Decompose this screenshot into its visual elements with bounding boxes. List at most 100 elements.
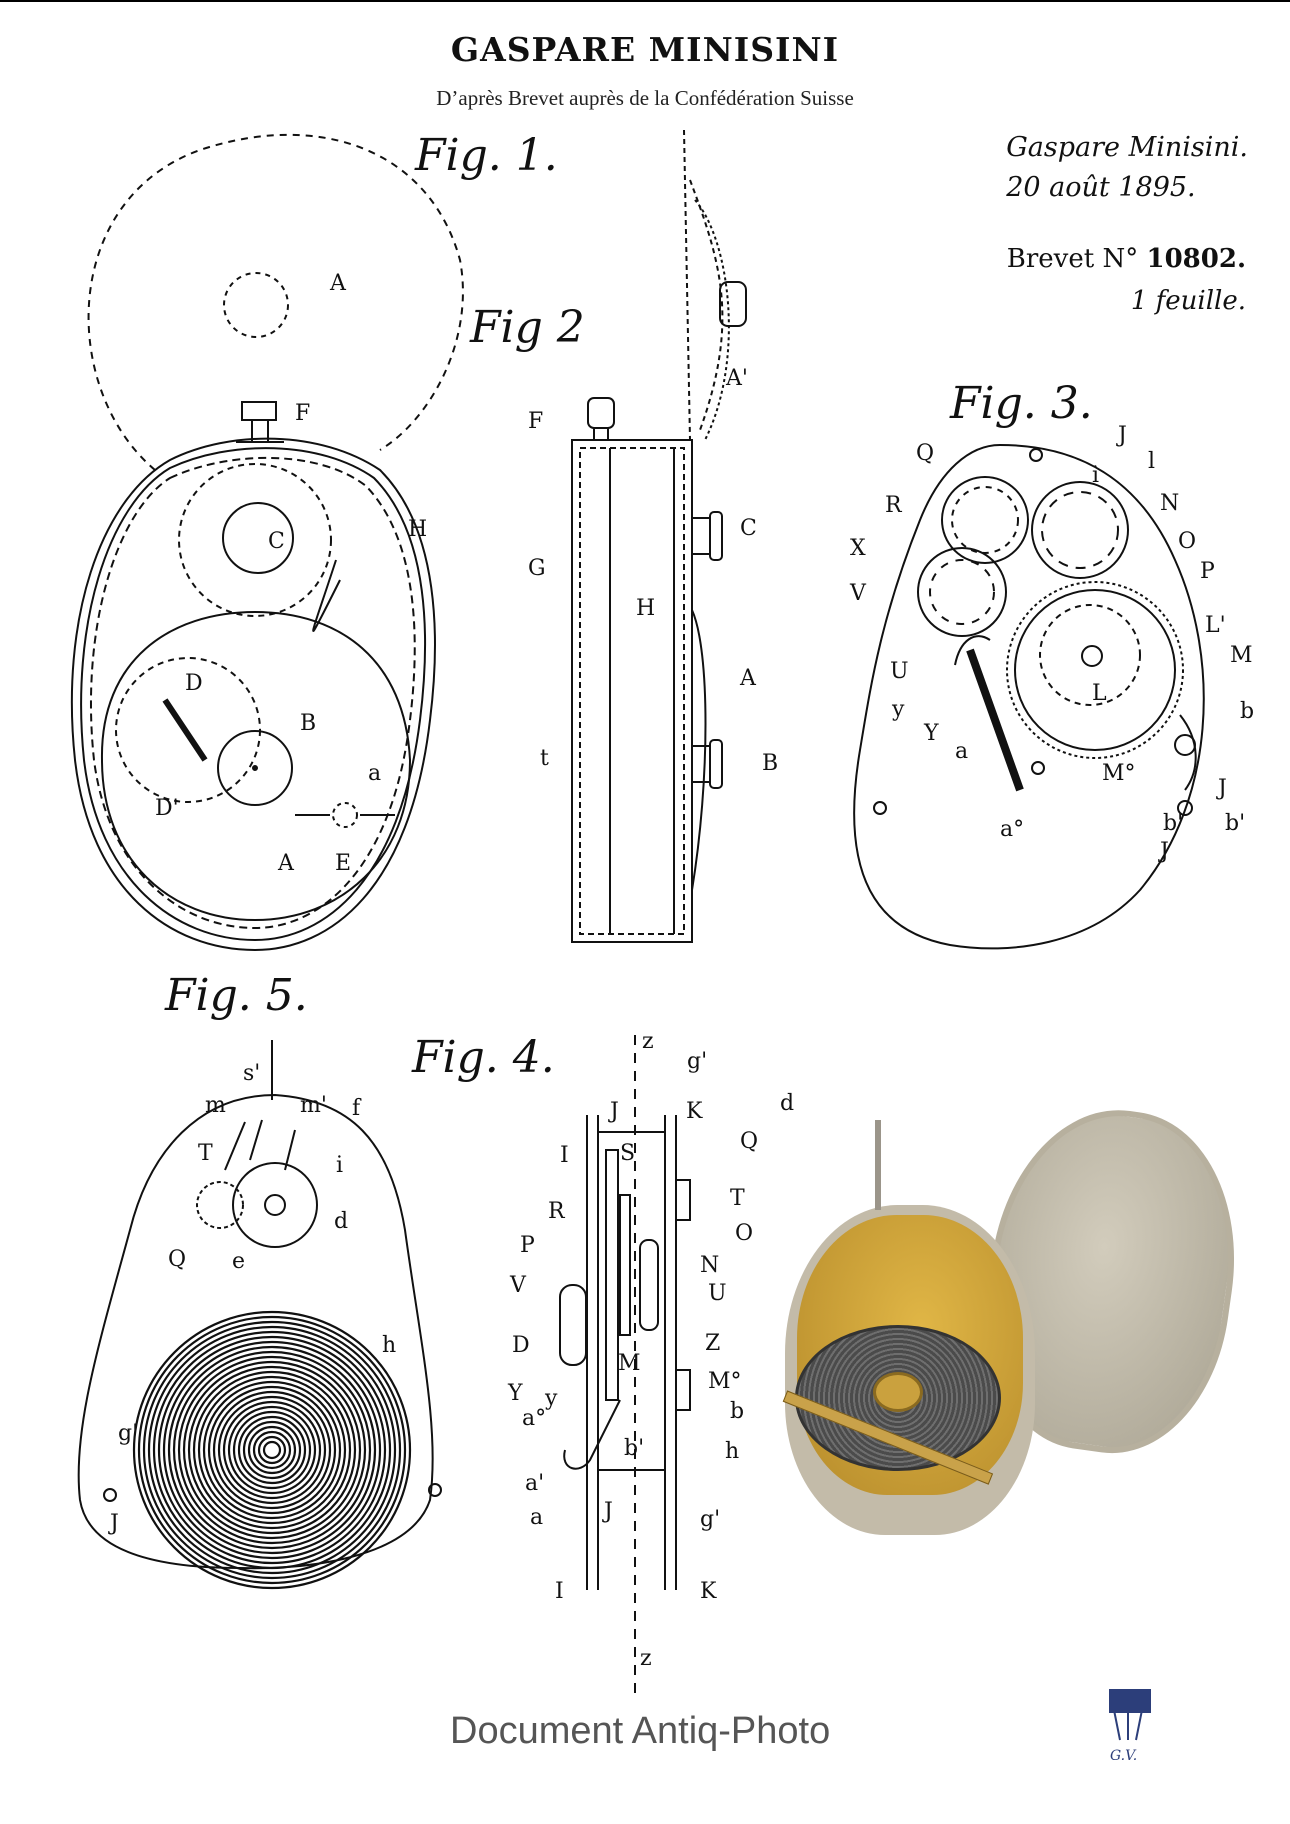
- fig3-part-label: M°: [1102, 761, 1136, 786]
- page-subtitle: D’après Brevet auprès de la Confédératio…: [436, 86, 854, 110]
- fig5-part-label: J: [108, 1511, 119, 1536]
- figure-1-label: Fig. 1.: [414, 130, 558, 181]
- fig1-part-label: D': [155, 796, 179, 821]
- spool-ring: [242, 1420, 302, 1480]
- fig2-part-label: F: [528, 409, 543, 434]
- top-border: [0, 0, 1290, 2]
- spool-ring: [187, 1365, 357, 1535]
- fig5-part-label: m: [205, 1093, 226, 1118]
- spool-ring: [217, 1395, 327, 1505]
- fig1-part-label: E: [335, 851, 351, 876]
- spool-ring: [167, 1345, 377, 1555]
- fig4-part-label: a': [525, 1471, 544, 1496]
- fig4-part-label: Y: [507, 1381, 523, 1406]
- fig4-part-label: R: [548, 1199, 566, 1224]
- spool-ring: [147, 1325, 397, 1575]
- fig3-part-label: O: [1178, 529, 1196, 554]
- fig4-part-label: g': [700, 1507, 720, 1532]
- fig3-part-label: b': [1163, 811, 1183, 836]
- fig2-part-label: t: [540, 746, 549, 771]
- fig3-part-label: L': [1205, 613, 1226, 638]
- photo-spool-center: [873, 1372, 923, 1412]
- fig3-part-label: X: [850, 536, 866, 561]
- fig4-part-label: S: [620, 1141, 635, 1166]
- fig4-part-label: U: [708, 1281, 727, 1306]
- fig3-part-label: N: [1160, 491, 1179, 516]
- figure-2-drawing: [571, 129, 747, 943]
- fig3-part-label: L: [1092, 681, 1107, 706]
- fig1-part-label: A: [329, 271, 347, 296]
- fig2-part-label: C: [740, 516, 757, 541]
- spool-ring: [197, 1375, 347, 1525]
- footer-credit: Document Antiq-Photo: [450, 1710, 831, 1752]
- page-title: GASPARE MINISINI: [450, 30, 840, 69]
- figure-4-drawing: [559, 1035, 691, 1700]
- fig4-part-label: a: [530, 1505, 543, 1530]
- gv-logo-icon: [1109, 1689, 1151, 1741]
- fig3-part-label: Q: [916, 441, 934, 466]
- fig3-part-label: Y: [923, 721, 939, 746]
- spool-ring: [152, 1330, 392, 1570]
- spool-ring: [222, 1400, 322, 1500]
- fig1-part-label: D: [185, 671, 203, 696]
- fig2-part-label: G: [528, 556, 546, 581]
- fig3-part-label: J: [1216, 776, 1227, 801]
- fig3-part-label: J: [1116, 423, 1127, 448]
- fig4-part-label: a°: [522, 1406, 546, 1431]
- spool-ring: [207, 1385, 337, 1515]
- photo-hook: [875, 1120, 881, 1210]
- fig4-part-label: z: [642, 1029, 654, 1054]
- patent-date: 20 août 1895.: [1006, 172, 1196, 203]
- fig5-part-label: g': [118, 1421, 138, 1446]
- fig3-part-label: U: [890, 659, 909, 684]
- fig1-part-label: H: [408, 517, 427, 542]
- fig1-part-label: B: [300, 711, 316, 736]
- spool-ring: [202, 1380, 342, 1520]
- fig5-part-label: s': [243, 1061, 260, 1086]
- fig2-part-label: A': [725, 366, 748, 391]
- fig3-part-label: a°: [1000, 817, 1024, 842]
- spool-ring: [172, 1350, 372, 1550]
- spool-ring: [212, 1390, 332, 1510]
- spool-ring: [137, 1315, 407, 1585]
- spool-ring: [162, 1340, 382, 1560]
- fig4-part-label: Q: [740, 1129, 758, 1154]
- fig5-part-label: f: [352, 1096, 362, 1121]
- fig5-part-label: i: [336, 1153, 343, 1178]
- fig4-part-label: P: [520, 1233, 535, 1258]
- figure-5-label: Fig. 5.: [164, 970, 308, 1021]
- spool-ring: [142, 1320, 402, 1580]
- fig4-part-label: V: [509, 1273, 527, 1298]
- figure-4-label: Fig. 4.: [411, 1032, 555, 1083]
- spool-ring: [252, 1430, 292, 1470]
- figure-1-drawing: [70, 133, 464, 952]
- fig4-part-label: N: [700, 1253, 719, 1278]
- fig4-part-label: z: [640, 1646, 652, 1671]
- spool-ring: [247, 1425, 297, 1475]
- fig4-part-label: I: [555, 1579, 564, 1604]
- fig2-part-label: B: [762, 751, 778, 776]
- patent-number: Brevet N° 10802.: [1007, 238, 1246, 280]
- fig3-part-label: y: [891, 697, 905, 722]
- spool-ring: [257, 1435, 287, 1465]
- fig4-part-label: h: [725, 1439, 739, 1464]
- spool-ring: [157, 1335, 387, 1565]
- fig3-part-label: M: [1230, 643, 1253, 668]
- figure-3-label: Fig. 3.: [949, 378, 1093, 429]
- fig3-part-label: V: [849, 581, 867, 606]
- spool-ring: [227, 1405, 317, 1495]
- fig4-part-label: Z: [705, 1331, 720, 1356]
- fig4-part-label: D: [512, 1333, 530, 1358]
- fig5-part-label: h: [382, 1333, 396, 1358]
- figure-2-label: Fig 2: [469, 302, 585, 353]
- fig4-part-label: M°: [708, 1369, 742, 1394]
- fig4-part-label: b': [624, 1436, 644, 1461]
- fig3-part-label: b: [1240, 699, 1254, 724]
- fig3-part-label: b': [1225, 811, 1245, 836]
- fig3-part-label: P: [1200, 559, 1215, 584]
- fig2-part-label: H: [636, 596, 655, 621]
- patent-number-value: 10802.: [1146, 244, 1246, 274]
- fig3-part-label: l: [1148, 449, 1155, 474]
- fig5-part-label: T: [198, 1141, 213, 1166]
